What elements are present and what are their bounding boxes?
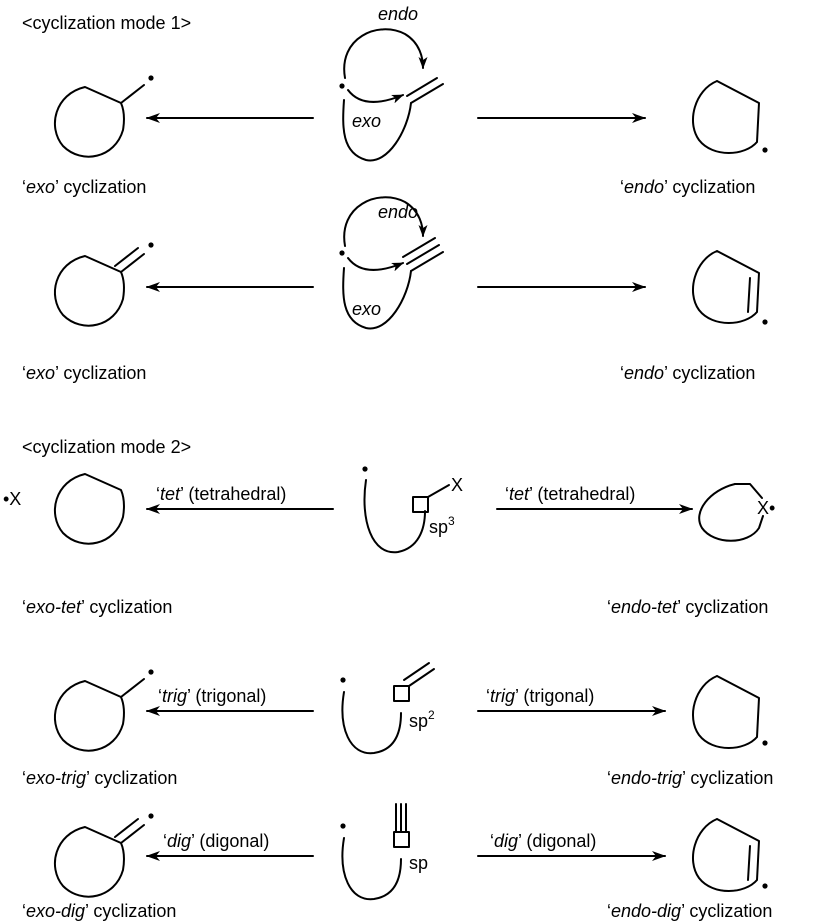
endo-label: endo xyxy=(378,202,418,222)
radical-dot xyxy=(148,813,154,819)
caption-endo-dig: ‘endo-dig’ cyclization xyxy=(607,901,772,921)
radical-dot xyxy=(340,677,346,683)
caption-endo-trig: ‘endo-trig’ cyclization xyxy=(607,768,773,788)
arrow-label-left: ‘trig’ (trigonal) xyxy=(158,686,266,706)
exo-dig-ring-product xyxy=(54,813,154,898)
radical-dot xyxy=(148,669,154,675)
radical-dot xyxy=(762,319,768,325)
caption-exo-dig: ‘exo-dig’ cyclization xyxy=(22,901,176,921)
exo-trig-ring-product xyxy=(54,669,154,752)
caption-endo: ‘endo’ cyclization xyxy=(620,363,755,383)
endo-tet-ring-product: X• xyxy=(698,483,775,542)
caption-exo-tet: ‘exo-tet’ cyclization xyxy=(22,597,172,617)
radical-dot xyxy=(362,466,368,472)
caption-exo-trig: ‘exo-trig’ cyclization xyxy=(22,768,177,788)
radical-dot xyxy=(762,883,768,889)
caption-exo: ‘exo’ cyclization xyxy=(22,177,146,197)
exo-tet-ring-product xyxy=(54,473,126,545)
exo-label: exo xyxy=(352,111,381,131)
arrow-label-right: ‘trig’ (trigonal) xyxy=(486,686,594,706)
exo-ring-product xyxy=(54,75,154,158)
endo-trig-ring-product xyxy=(692,675,768,749)
hybridization-label: sp3 xyxy=(429,514,455,537)
reacting-center-box xyxy=(412,496,429,513)
arrow-label-right: ‘dig’ (digonal) xyxy=(490,831,596,851)
mode2-heading: <cyclization mode 2> xyxy=(22,437,191,457)
mode1-alkyne-row: endo exo ‘exo’ cyclization ‘endo’ cycliz… xyxy=(22,196,768,383)
caption-endo: ‘endo’ cyclization xyxy=(620,177,755,197)
endo-ring-product xyxy=(692,80,768,154)
mode1-heading: <cyclization mode 1> xyxy=(22,13,191,33)
radical-alkyne-substrate: endo exo xyxy=(339,196,444,330)
exo-alkylidene-ring-product xyxy=(54,242,154,327)
sp2-substrate: sp2 xyxy=(340,662,435,755)
radical-alkene-substrate: endo exo xyxy=(339,4,444,162)
radical-dot xyxy=(339,83,345,89)
sp-substrate: sp xyxy=(340,803,428,901)
caption-endo-tet: ‘endo-tet’ cyclization xyxy=(607,597,768,617)
ring-heteroatom-radical: X• xyxy=(757,498,775,518)
leaving-radical: •X xyxy=(3,489,21,509)
radical-dot xyxy=(339,250,345,256)
radical-dot xyxy=(762,147,768,153)
reacting-center-box xyxy=(393,831,410,848)
arrow-label-left: ‘tet’ (tetrahedral) xyxy=(156,484,286,504)
substituent-x: X xyxy=(451,475,463,495)
caption-exo: ‘exo’ cyclization xyxy=(22,363,146,383)
sp3-substrate: X sp3 xyxy=(362,466,463,554)
mode2-dig-row: ‘dig’ (digonal) sp ‘dig’ (digonal) ‘exo-… xyxy=(22,803,772,921)
endo-cycloalkene-product xyxy=(692,250,768,325)
endo-curved-arrow xyxy=(343,196,428,247)
hybridization-label: sp2 xyxy=(409,708,435,731)
mode1-alkene-row: endo exo ‘exo’ cyclization ‘endo’ cycliz… xyxy=(22,4,768,197)
radical-dot xyxy=(148,75,154,81)
radical-dot xyxy=(762,740,768,746)
mode2-trig-row: ‘trig’ (trigonal) sp2 ‘trig’ (trigonal) … xyxy=(22,662,773,788)
exo-curved-arrow xyxy=(347,257,404,272)
endo-label: endo xyxy=(378,4,418,24)
exo-curved-arrow xyxy=(347,89,404,104)
radical-dot xyxy=(148,242,154,248)
mode2-tet-row: •X ‘tet’ (tetrahedral) X sp3 ‘tet’ (tetr… xyxy=(3,466,775,617)
reacting-center-box xyxy=(393,685,410,702)
endo-curved-arrow xyxy=(343,28,428,79)
exo-label: exo xyxy=(352,299,381,319)
hybridization-label: sp xyxy=(409,853,428,873)
radical-dot xyxy=(340,823,346,829)
arrow-label-left: ‘dig’ (digonal) xyxy=(163,831,269,851)
arrow-label-right: ‘tet’ (tetrahedral) xyxy=(505,484,635,504)
endo-dig-ring-product xyxy=(692,818,768,892)
